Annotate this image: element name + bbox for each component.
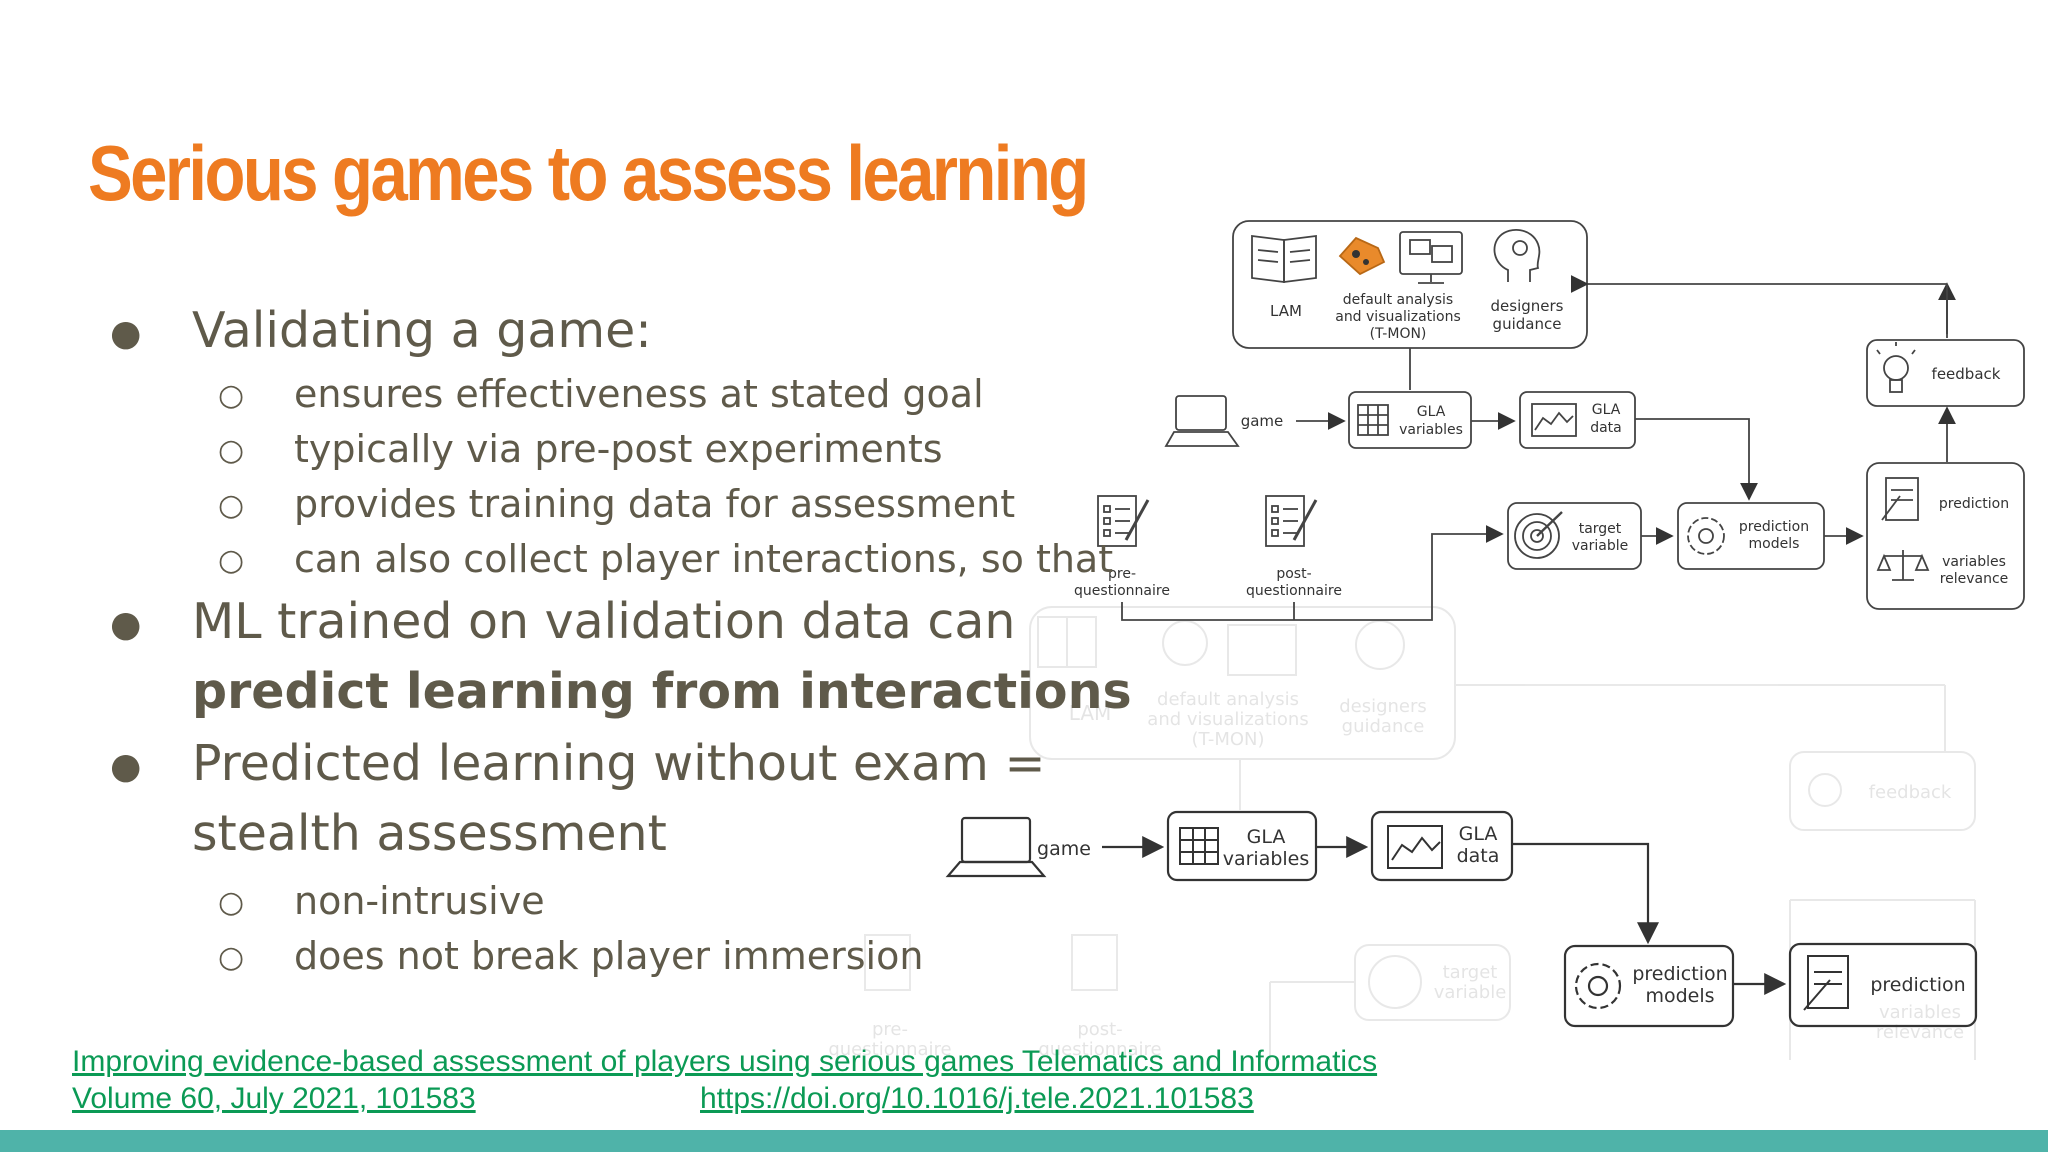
variables-relevance-1: variables bbox=[1942, 554, 2006, 570]
faded-pre-label-2: questionnaire bbox=[828, 1039, 951, 1060]
variables-relevance-2: relevance bbox=[1940, 571, 2009, 587]
report-icon bbox=[1881, 477, 1919, 521]
feedback-label: feedback bbox=[1932, 365, 2001, 383]
faded-bulb-icon bbox=[1808, 773, 1842, 807]
footer-bar bbox=[0, 1130, 2048, 1152]
laptop-icon bbox=[945, 816, 1047, 878]
faded-target-icon bbox=[1368, 955, 1422, 1009]
target-icon bbox=[1514, 511, 1563, 559]
prediction-label: prediction bbox=[1939, 496, 2009, 512]
report-icon-bottom bbox=[1803, 955, 1849, 1011]
faded-target-label-2: variable bbox=[1434, 982, 1507, 1003]
reference-link-volume[interactable]: Volume 60, July 2021, 101583 bbox=[72, 1082, 476, 1115]
faded-default-analysis-1: default analysis bbox=[1157, 689, 1299, 710]
gla-variables-top-1: GLA bbox=[1417, 404, 1446, 420]
chart-icon-bottom bbox=[1387, 825, 1443, 869]
game-label-top: game bbox=[1241, 412, 1284, 430]
faded-post-icon bbox=[1071, 934, 1118, 991]
head-icon bbox=[1493, 229, 1541, 282]
gla-variables-bottom-2: variables bbox=[1223, 848, 1310, 870]
post-questionnaire-2: questionnaire bbox=[1246, 583, 1342, 599]
faded-relevance-1: variables bbox=[1879, 1002, 1961, 1023]
faded-lam-label: LAM bbox=[1069, 701, 1112, 725]
default-analysis-2: and visualizations bbox=[1335, 309, 1461, 325]
gear-icon-bottom bbox=[1574, 962, 1622, 1010]
laptop-icon-top bbox=[1164, 395, 1240, 447]
gla-variables-top-2: variables bbox=[1399, 422, 1463, 438]
faded-default-analysis-2: and visualizations bbox=[1147, 709, 1308, 730]
top-diagram: LAM default analysis and visualizations … bbox=[1074, 220, 2025, 621]
book-icon bbox=[1251, 234, 1317, 284]
pre-questionnaire-2: questionnaire bbox=[1074, 583, 1170, 599]
gla-data-top-1: GLA bbox=[1592, 402, 1621, 418]
faded-pre-label-1: pre- bbox=[872, 1019, 908, 1040]
faded-relevance-2: relevance bbox=[1876, 1022, 1964, 1043]
prediction-models-2: models bbox=[1749, 536, 1800, 552]
faded-feedback-box bbox=[1789, 751, 1976, 831]
gla-variables-bottom-1: GLA bbox=[1247, 826, 1286, 848]
gla-variables-box bbox=[1348, 391, 1472, 449]
gla-data-bottom-2: data bbox=[1457, 845, 1500, 867]
faded-post-label-1: post- bbox=[1077, 1019, 1122, 1040]
faded-top-box bbox=[1029, 606, 1456, 760]
tmon-icon bbox=[1338, 236, 1386, 276]
gla-data-box-bottom bbox=[1370, 810, 1514, 882]
default-analysis-1: default analysis bbox=[1343, 292, 1453, 308]
faded-tmon-icon bbox=[1162, 620, 1208, 666]
game-label-bottom: game bbox=[1037, 838, 1091, 860]
prediction-bottom: prediction bbox=[1870, 974, 1965, 996]
faded-book-icon bbox=[1037, 616, 1097, 668]
monitor-icon bbox=[1399, 231, 1463, 284]
designers-2: guidance bbox=[1493, 315, 1562, 333]
faded-target-label-1: target bbox=[1443, 962, 1498, 983]
prediction-models-bottom-1: prediction bbox=[1632, 963, 1727, 985]
default-analysis-3: (T-MON) bbox=[1370, 326, 1427, 342]
table-icon-bottom bbox=[1179, 827, 1219, 865]
post-questionnaire-1: post- bbox=[1276, 566, 1311, 582]
faded-designers-2: guidance bbox=[1342, 716, 1425, 737]
target-variable-1: target bbox=[1579, 521, 1622, 537]
table-icon-top bbox=[1357, 404, 1389, 436]
faded-designers-1: designers bbox=[1339, 696, 1427, 717]
prediction-box bbox=[1866, 462, 2025, 610]
target-variable-2: variable bbox=[1572, 538, 1628, 554]
faded-post-label-2: questionnaire bbox=[1038, 1039, 1161, 1060]
designers-1: designers bbox=[1491, 297, 1564, 315]
gear-icon bbox=[1687, 517, 1725, 555]
faded-target-box bbox=[1354, 944, 1511, 1021]
faded-head-icon bbox=[1355, 620, 1405, 670]
prediction-models-bottom-2: models bbox=[1645, 985, 1714, 1007]
feedback-box bbox=[1866, 339, 2025, 407]
faded-pre-icon bbox=[864, 934, 911, 991]
faded-monitor-icon bbox=[1227, 624, 1297, 676]
lam-label: LAM bbox=[1270, 302, 1302, 320]
bottom-diagram: game GLA variables GLA data prediction m… bbox=[945, 810, 1978, 1028]
gla-data-top-2: data bbox=[1590, 420, 1622, 436]
faded-default-analysis-3: (T-MON) bbox=[1191, 729, 1264, 750]
faded-feedback-label: feedback bbox=[1869, 782, 1952, 803]
faded-diagram: LAM default analysis and visualizations … bbox=[828, 606, 1976, 1060]
prediction-models-box-bottom bbox=[1563, 944, 1735, 1028]
gla-data-bottom-1: GLA bbox=[1459, 823, 1498, 845]
reference-link-doi[interactable]: https://doi.org/10.1016/j.tele.2021.1015… bbox=[700, 1082, 1254, 1115]
prediction-models-1: prediction bbox=[1739, 519, 1809, 535]
post-questionnaire-icon bbox=[1265, 495, 1318, 547]
pre-questionnaire-icon bbox=[1097, 495, 1150, 547]
prediction-box-bottom bbox=[1788, 942, 1978, 1028]
scale-icon bbox=[1876, 550, 1930, 581]
reference-link-title[interactable]: Improving evidence-based assessment of p… bbox=[72, 1045, 1378, 1078]
chart-icon-top bbox=[1531, 403, 1577, 437]
gla-data-box bbox=[1519, 391, 1636, 449]
bulb-icon bbox=[1876, 342, 1916, 393]
slide-title: Serious games to assess learning bbox=[88, 129, 1089, 217]
pre-questionnaire-1: pre- bbox=[1108, 566, 1136, 582]
